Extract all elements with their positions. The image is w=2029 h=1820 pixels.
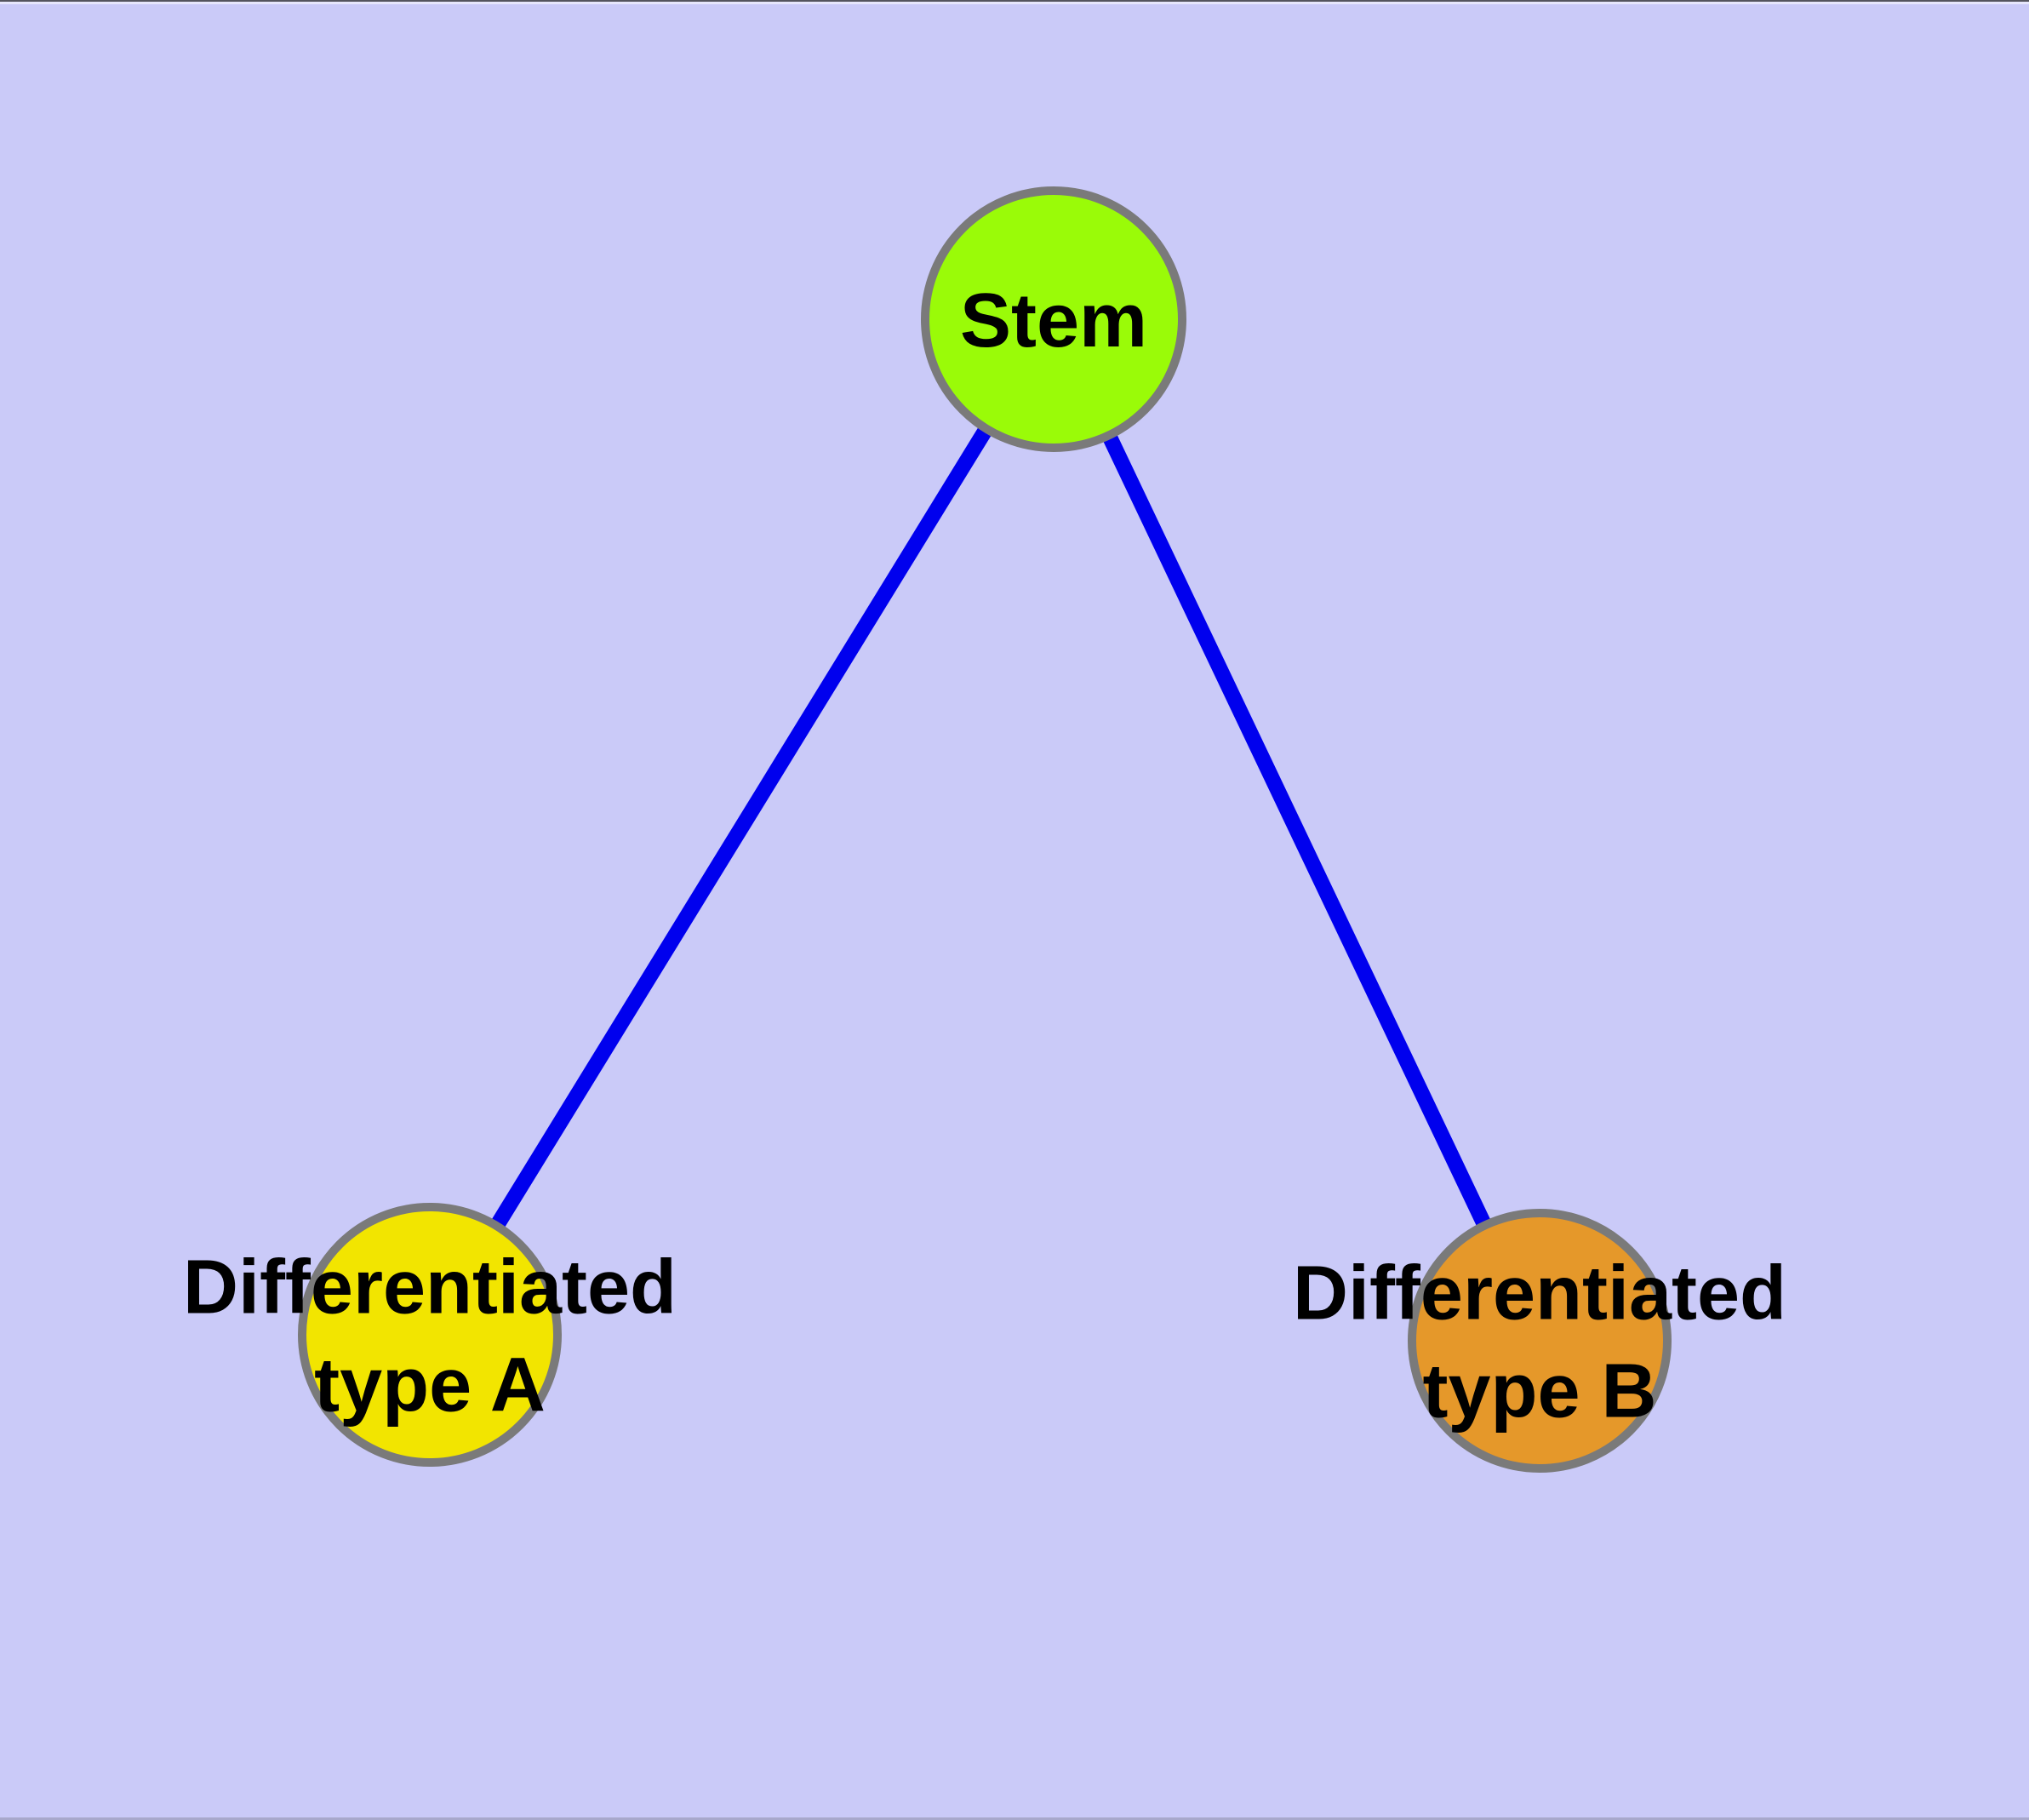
node-label-line: Differentiated	[1293, 1251, 1786, 1336]
node-label-line: type B	[1422, 1348, 1656, 1434]
node-differentiated-type-b[interactable]	[1408, 1209, 1672, 1473]
node-label-differentiated-type-b: Differentiated type B	[1293, 1251, 1786, 1434]
node-label-line: type A	[314, 1342, 546, 1428]
node-label-line: Differentiated	[183, 1245, 677, 1330]
node-stem[interactable]	[921, 186, 1186, 452]
node-differentiated-type-a[interactable]	[298, 1203, 562, 1467]
window-top-highlight	[0, 2, 2029, 4]
node-label-differentiated-type-a: Differentiated type A	[183, 1245, 677, 1428]
window-top-edge	[0, 0, 2029, 2]
node-label-line: Stem	[960, 278, 1147, 363]
window-bottom-edge	[0, 1817, 2029, 1820]
node-label-stem: Stem	[960, 278, 1147, 363]
edge-stem-differentiated-type-b	[1046, 316, 1547, 1344]
edge-stem-differentiated-type-a	[423, 315, 1060, 1339]
